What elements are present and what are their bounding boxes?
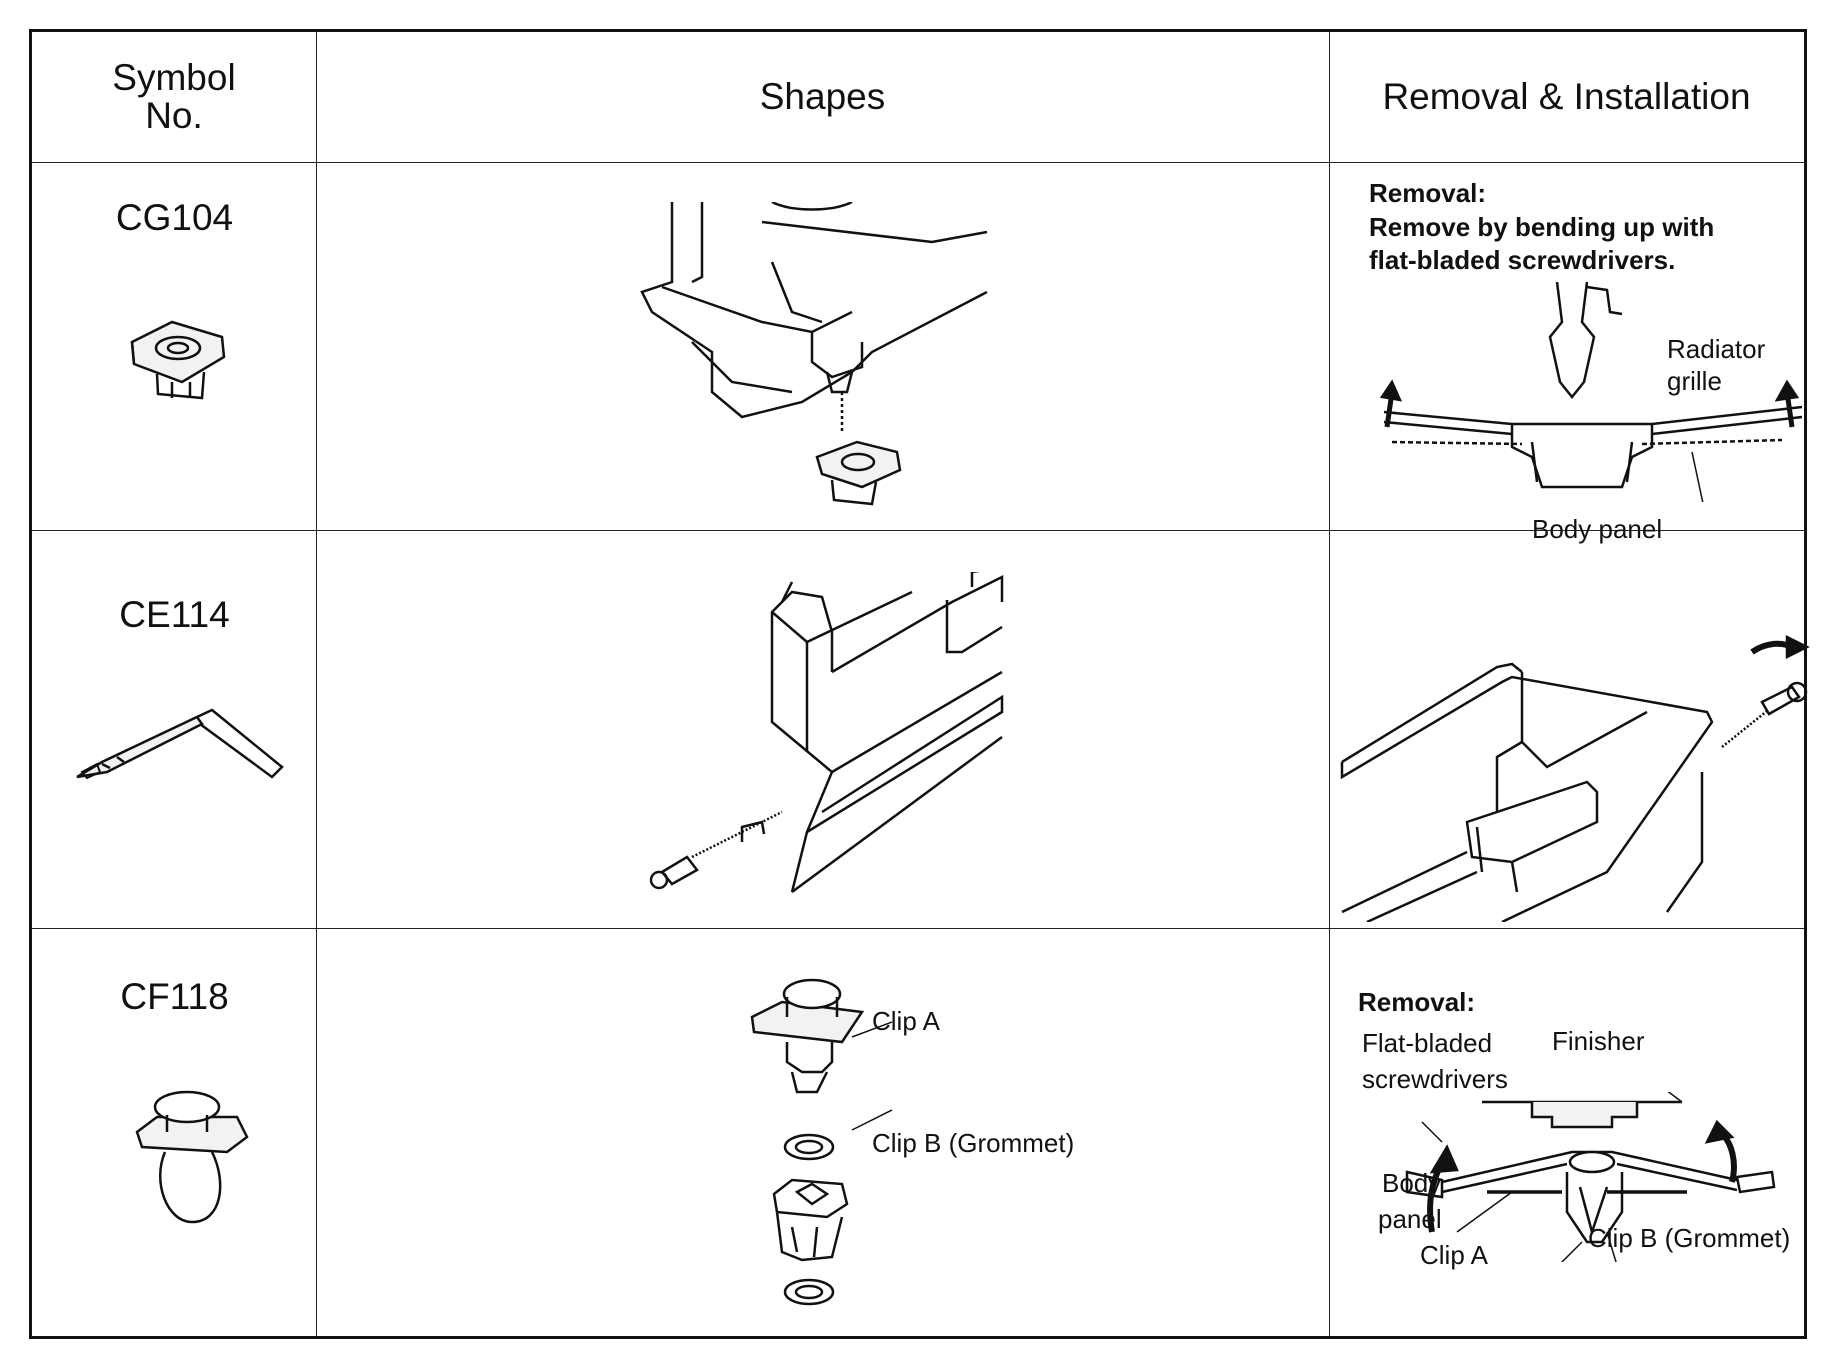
cg104-shape-illustration [632,202,992,522]
label-clip-b-grommet: Clip B (Grommet) [872,1128,1075,1158]
cf118-removal-diagram [1402,1092,1782,1262]
fastener-table: Symbol No. Shapes Removal & Installation… [29,29,1810,1339]
row-divider [32,530,1804,531]
label-body: Body [1382,1168,1442,1198]
header-symbol-no: Symbol No. [32,32,316,162]
header-shapes: Shapes [759,76,886,117]
ce114-removal-diagram [1337,622,1812,922]
label-clip-a-removal: Clip A [1420,1240,1488,1270]
label-body-panel: Body panel [1532,514,1663,544]
symbol-number: CF118 [120,976,229,1017]
label-clip-a: Clip A [872,1006,940,1036]
label-flat-bladed: Flat-bladed [1362,1028,1493,1058]
header-symbol-line1: Symbol [112,57,236,98]
ce114-shape-illustration [592,572,1012,912]
symbol-number: CE114 [119,594,230,635]
row-divider [32,162,1804,163]
clip-cg104-icon [112,302,242,422]
row-divider [32,928,1804,929]
cg104-removal-diagram [1362,282,1822,502]
leader-lines [842,992,942,1132]
label-radiator: Radiator [1667,334,1766,364]
header-symbol-line2: No. [145,95,203,136]
label-screwdrivers: screwdrivers [1362,1064,1508,1094]
symbol-number: CG104 [115,197,234,238]
cf118-shape-illustration [732,972,882,1312]
header-removal-installation: Removal & Installation [1382,76,1751,117]
removal-instruction-line2: flat-bladed screwdrivers. [1369,245,1676,275]
removal-title: Removal: [1358,987,1476,1017]
label-grille: grille [1667,366,1722,396]
column-divider [316,32,317,1336]
clip-cf118-icon [127,1082,257,1232]
column-divider [1329,32,1330,1336]
pin-ce114-icon [72,672,322,792]
label-finisher: Finisher [1552,1026,1645,1056]
removal-instruction-line1: Remove by bending up with [1369,212,1715,242]
label-clip-b-grommet-removal: Clip B (Grommet) [1588,1223,1791,1253]
label-panel: panel [1378,1204,1442,1234]
removal-title: Removal: [1369,178,1487,208]
